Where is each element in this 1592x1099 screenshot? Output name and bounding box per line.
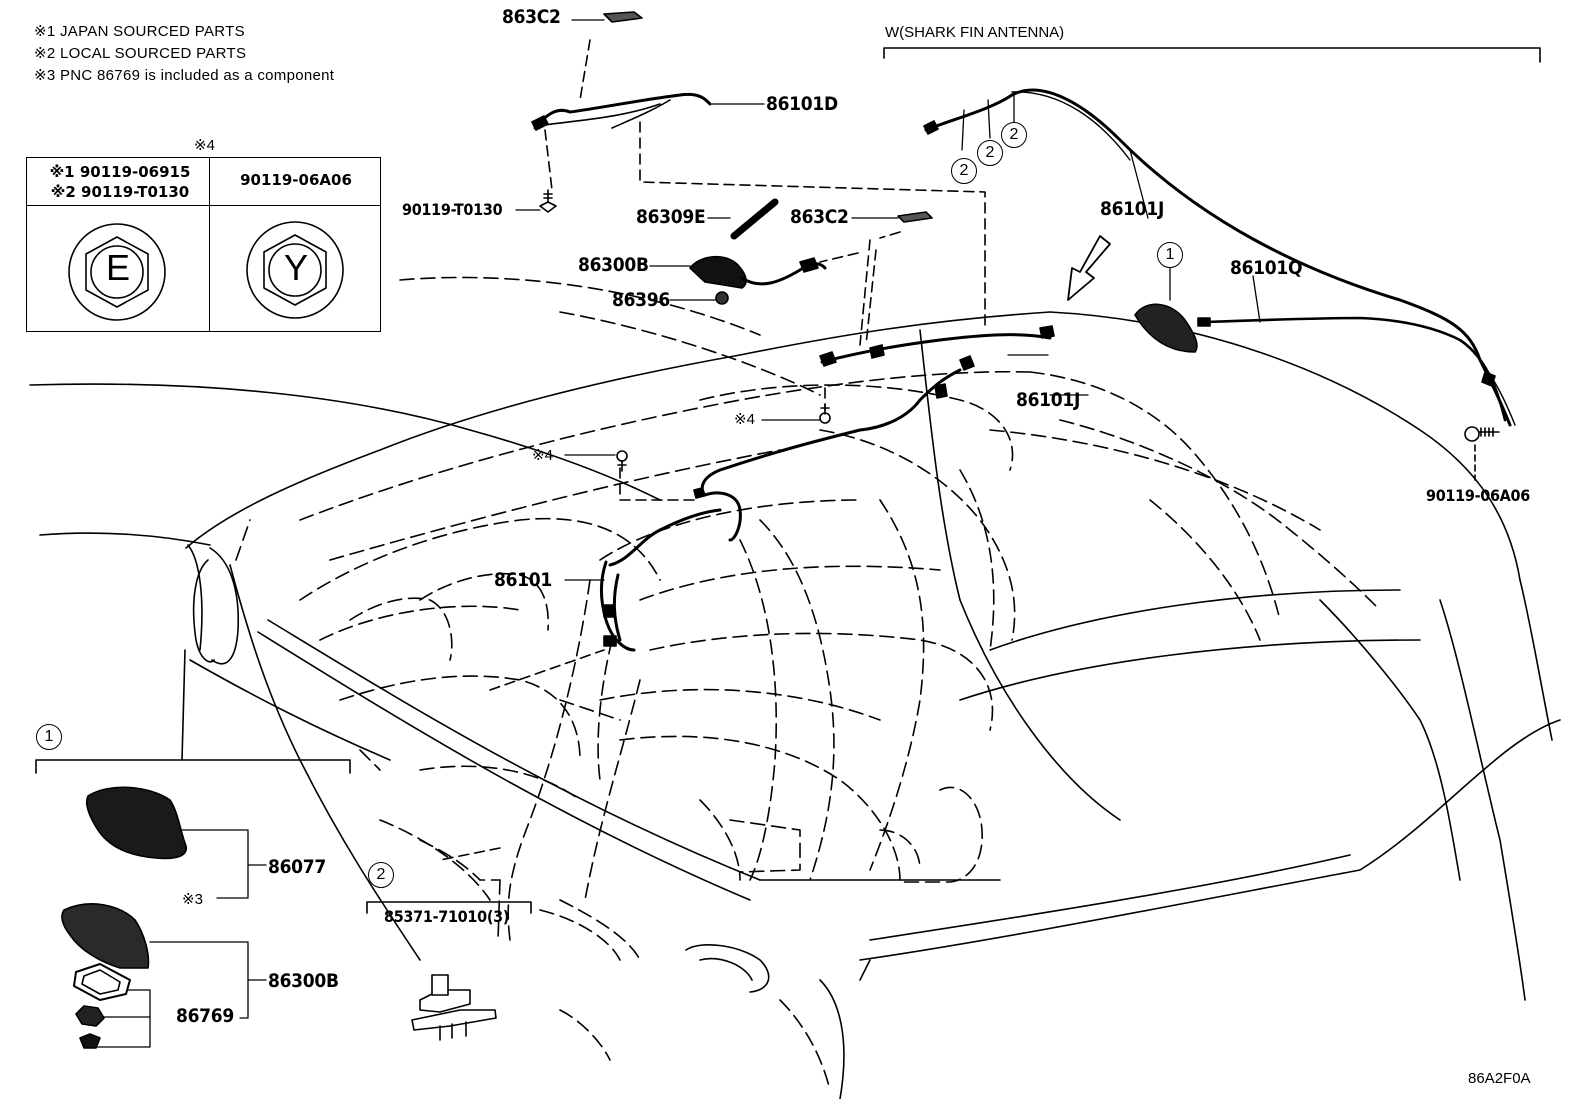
hex-bolt-e-icon [68,223,166,321]
callout-2-a: 2 [951,158,977,184]
bolt-table: ※1 90119-06915 ※2 90119-T0130 90119-06A0… [26,157,381,332]
bolt-90119-06a06 [1464,426,1500,481]
shark-fin-antenna-main [1134,303,1198,353]
label-863c2-top: 863C2 [502,6,561,28]
bolt-table-header: ※4 [194,137,215,154]
nut-86396 [715,291,729,305]
callout-1-top: 1 [1157,242,1183,268]
label-90119-t0130: 90119-T0130 [402,200,503,219]
bolt-table-col1: ※1 90119-06915 ※2 90119-T0130 [33,162,207,202]
note-japan-sourced: ※1 JAPAN SOURCED PARTS [34,23,245,40]
label-86101: 86101 [494,569,552,591]
label-86300b-top: 86300B [578,254,649,276]
inset-shark-fin-cover [85,786,187,860]
hex-bolt-y-icon [246,221,344,319]
label-86300b-bottom: 86300B [268,970,339,992]
inset-group-bracket [35,759,351,774]
bolt-table-col2: 90119-06A06 [240,171,352,189]
bolt-table-col1-line1: ※1 90119-06915 [49,163,191,181]
diagram-code: 86A2F0A [1468,1070,1531,1087]
bolt-star4-b [819,403,831,424]
label-86769: 86769 [176,1005,234,1027]
label-86396: 86396 [612,289,670,311]
connector-863c2-top [603,11,643,23]
connector-863c2-mid [897,211,933,223]
clip-85371 [411,974,497,1041]
label-863c2-mid: 863C2 [790,206,849,228]
dashboard-dashed-lines [235,276,1381,1091]
inset-nut [75,1005,105,1027]
table-row-divider [27,205,380,206]
inset-screw [79,1033,101,1049]
label-86101q: 86101Q [1230,257,1303,279]
bolt-90119-t0130 [539,189,557,213]
harness-86101-main [600,333,1052,652]
label-86077: 86077 [268,856,326,878]
bolt-mark-e-letter: E [105,247,130,288]
vehicle-body-lines [29,311,1561,1099]
callout-2-c: 2 [1001,122,1027,148]
label-86101j-upper: 86101J [1100,198,1165,220]
label-86101j-lower: 86101J [1016,389,1081,411]
callout-2-b: 2 [977,140,1003,166]
clip-group-bracket [366,901,532,914]
guide-dashed-lines [439,39,986,861]
note-local-sourced: ※2 LOCAL SOURCED PARTS [34,45,247,62]
shark-fin-group-bracket [883,47,1541,63]
bolt-mark-y: Y [241,220,351,330]
bolt-mark-e: E [63,220,173,330]
antenna-base-86300b [689,255,827,289]
callout-2-clip: 2 [368,862,394,888]
label-90119-06a06: 90119-06A06 [1426,486,1530,505]
label-86309e: 86309E [636,206,706,228]
label-86101d: 86101D [766,93,838,115]
bolt-table-col1-line2: ※2 90119-T0130 [50,183,190,201]
label-star4-a: ※4 [532,447,553,464]
inset-gasket [73,963,131,1001]
shark-fin-group-title: W(SHARK FIN ANTENNA) [885,24,1065,41]
table-col-divider [209,158,210,331]
label-85371: 85371-71010(3) [384,907,510,926]
label-star3: ※3 [182,891,203,908]
leader-lines [95,19,1477,1048]
harness-connectors [603,325,1055,647]
bolt-mark-y-letter: Y [283,247,308,288]
inset-antenna-base [61,903,150,969]
label-star4-b: ※4 [734,411,755,428]
cable-86101q [1197,316,1507,422]
callout-1-inset: 1 [36,724,62,750]
cable-86101d [531,92,712,131]
direction-arrow [1067,235,1111,301]
antenna-rod-86309e [730,198,779,240]
bolt-star4-a [616,450,628,472]
note-pnc-component: ※3 PNC 86769 is included as a component [34,67,335,84]
